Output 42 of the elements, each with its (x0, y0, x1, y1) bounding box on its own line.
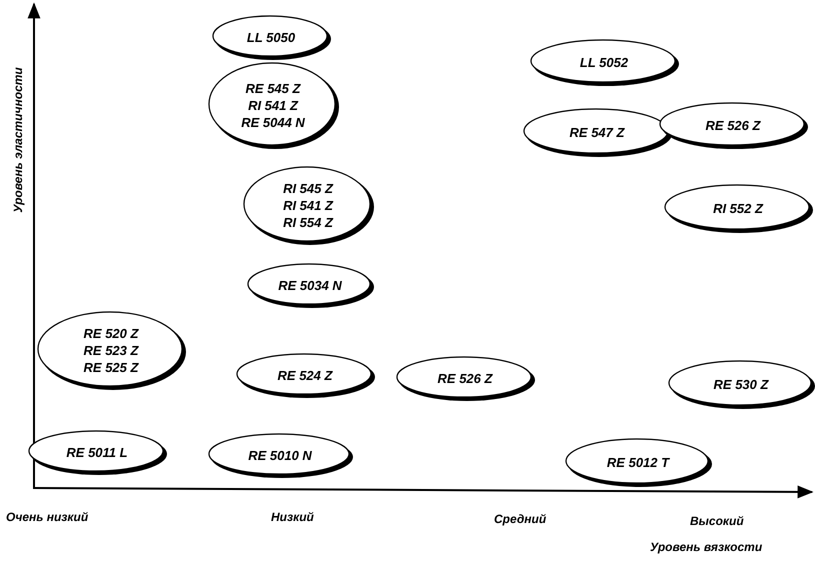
ellipse-node (207, 61, 339, 149)
ellipse-node (522, 107, 672, 157)
ellipse-node (663, 183, 813, 233)
ellipse-node (36, 310, 186, 390)
product-code: RE 526 Z (438, 370, 492, 386)
product-code: RE 530 Z (714, 376, 768, 392)
product-code: RI 541 Z (283, 196, 333, 214)
product-code: RE 545 Z (246, 80, 300, 96)
ellipse-node (242, 165, 374, 245)
product-code: RE 547 Z (570, 124, 624, 140)
product-code: RE 525 Z (84, 358, 138, 376)
axis-tick-label: Низкий (271, 510, 314, 524)
ellipse-node (658, 101, 808, 149)
ellipse-node (667, 359, 815, 409)
product-code: RI 552 Z (713, 200, 763, 216)
product-code: LL 5050 (246, 28, 296, 46)
product-code: RE 5011 L (66, 444, 128, 460)
ellipse-node (27, 429, 167, 475)
product-code: LL 5052 (580, 54, 628, 70)
ellipse-node (529, 38, 679, 86)
product-code: RE 520 Z (84, 324, 138, 342)
axis-title: Уровень эластичности (11, 67, 25, 213)
axis-tick-label: Высокий (690, 514, 744, 528)
product-code: RE 5010 N (248, 446, 312, 464)
product-code: RE 523 Z (84, 342, 138, 358)
product-code: RI 554 Z (283, 214, 333, 230)
axis-tick-label: Средний (494, 512, 546, 526)
ellipse-node (564, 437, 712, 487)
product-code: RE 5044 N (241, 114, 305, 130)
axis-title: Уровень вязкости (650, 540, 762, 554)
product-code: RE 5034 N (278, 276, 342, 294)
product-code: RE 524 Z (278, 366, 332, 384)
ellipse-node (235, 352, 375, 398)
product-code: RI 541 Z (248, 96, 298, 114)
product-code: RE 526 Z (706, 116, 760, 134)
product-code: RI 545 Z (283, 180, 333, 196)
ellipse-node (395, 355, 535, 401)
ellipse-node (207, 432, 353, 478)
axis-tick-label: Очень низкий (6, 510, 88, 524)
ellipse-node (246, 262, 374, 308)
ellipse-node (211, 14, 331, 60)
product-code: RE 5012 T (606, 454, 670, 470)
